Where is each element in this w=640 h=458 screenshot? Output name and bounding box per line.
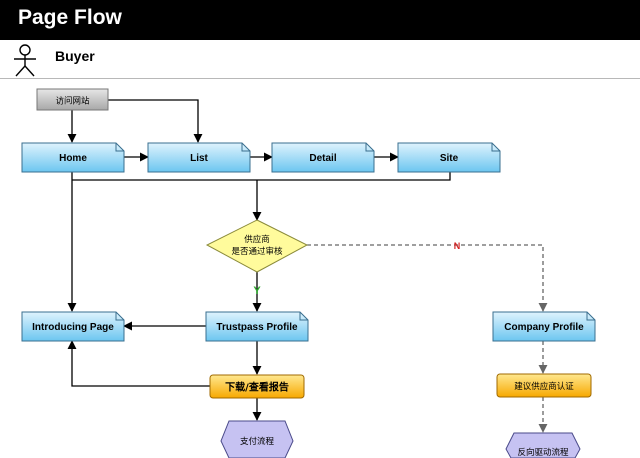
actor-row <box>0 40 640 79</box>
page-node-list[interactable]: List <box>147 142 251 173</box>
page-node-site[interactable]: Site <box>397 142 501 173</box>
page-node-list-label: List <box>190 153 208 164</box>
connectors <box>67 99 451 421</box>
page-node-company-label: Company Profile <box>504 322 584 333</box>
page-header: Page Flow <box>0 0 640 40</box>
page-node-home[interactable]: Home <box>21 142 125 173</box>
page-node-trustpass-label: Trustpass Profile <box>216 322 298 333</box>
start-node-label: 访问网站 <box>55 96 90 107</box>
edge-site-join <box>72 172 451 181</box>
page-node-introducing[interactable]: Introducing Page <box>21 311 125 342</box>
decision-line1: 供应商 <box>244 234 270 245</box>
stick-figure-icon <box>14 44 36 77</box>
terminal-node-payment-label: 支付流程 <box>240 436 275 447</box>
page-node-home-label: Home <box>59 153 87 164</box>
no-label: N <box>454 241 461 251</box>
action-node-download-label: 下载/查看报告 <box>225 381 289 394</box>
terminal-node-payment[interactable]: 支付流程 <box>220 420 294 458</box>
start-node[interactable]: 访问网站 <box>36 88 109 111</box>
yes-label: Y <box>253 285 261 297</box>
action-node-suggest-label: 建议供应商认证 <box>514 381 574 392</box>
decision-node[interactable]: 供应商 是否通过审核 <box>205 219 309 273</box>
page-node-introducing-label: Introducing Page <box>32 322 114 333</box>
edge-start-list <box>108 99 203 143</box>
actor-label: Buyer <box>55 48 95 64</box>
terminal-node-reverse-label: 反向驱动流程 <box>517 447 569 458</box>
page-node-detail[interactable]: Detail <box>271 142 375 173</box>
page-node-trustpass[interactable]: Trustpass Profile <box>205 311 309 342</box>
edge-download-introducing <box>67 340 210 387</box>
page-node-company[interactable]: Company Profile <box>492 311 596 342</box>
terminal-node-reverse[interactable]: 反向驱动流程 <box>505 432 581 458</box>
action-node-download[interactable]: 下载/查看报告 <box>209 374 305 399</box>
decision-line2: 是否通过审核 <box>231 246 283 257</box>
dashed-connectors <box>307 244 548 433</box>
page-node-detail-label: Detail <box>309 153 336 164</box>
action-node-suggest[interactable]: 建议供应商认证 <box>496 373 592 398</box>
page-node-site-label: Site <box>440 153 459 164</box>
edge-decision-company <box>307 244 548 312</box>
page-title: Page Flow <box>18 6 122 29</box>
